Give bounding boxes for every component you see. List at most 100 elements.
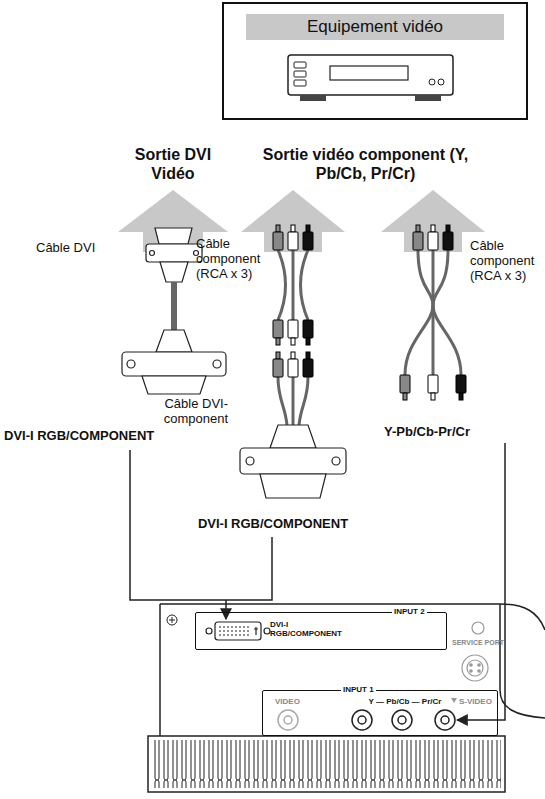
video-recorder [438,79,444,85]
component-cable [278,250,286,320]
dvi-cable [156,330,192,352]
rca-plug [273,320,283,345]
dvi-cable [127,360,135,368]
input-title: INPUT 1 [341,685,376,694]
component-jack [358,716,366,724]
component-cable [299,377,308,425]
dvi-cable [142,376,206,394]
rca-plug [456,375,466,400]
video-recorder [415,95,441,101]
output-heading: Sortie vidéo component (Y, Pb/Cb, Pr/Cr) [258,145,473,183]
component-jack [398,716,406,724]
rca-plug [288,352,298,377]
video-recorder [288,55,453,95]
rca-plug [288,225,298,250]
cable-name: Câble component (RCA x 3) [196,236,270,281]
cable-name: Câble component (RCA x 3) [470,238,544,283]
dvi-port [206,628,212,634]
projector-housing [148,604,545,792]
rca-plug [400,375,410,400]
direction-arrow [241,190,345,252]
rca-plug [303,225,313,250]
component-cable [433,250,461,375]
component-cable [405,250,433,375]
connection-line [457,443,505,720]
component-jack [352,710,372,730]
dvi-connector [332,457,340,465]
s-video-jack [451,655,488,703]
video-recorder [288,55,453,101]
component-cable [292,377,295,425]
jack-name: VIDEO [275,697,300,706]
output-heading: Sortie DVI Vidéo [113,145,233,183]
connector-name: DVI-I RGB/COMPONENT [180,516,366,532]
rca-plug [413,225,423,250]
component-cable [405,250,461,375]
video-recorder [429,79,435,85]
s-video-jack [478,670,480,672]
screw [169,617,175,623]
rca-plug [303,320,313,345]
dvi-cable [146,244,202,262]
rca-plug [273,225,313,377]
rca-plug [273,352,283,377]
component-jack [441,716,449,724]
port-box: Equipement vidéo [222,2,528,120]
video-recorder [330,66,408,80]
dvi-cable [150,251,155,256]
dvi-cable [155,228,192,244]
projector-housing [500,604,545,718]
video-recorder [294,71,306,77]
dvi-connector [270,425,316,448]
cable-name: Câble DVI-component [128,396,228,426]
dvi-connector [240,425,346,498]
component-cable [292,250,295,320]
dvi-cable [122,352,226,376]
dvi-port [206,622,270,640]
video-jack [284,716,292,724]
component-jack [392,710,412,730]
port-box: INPUT 2DVI-I RGB/COMPONENT [195,612,447,650]
video-recorder [300,95,326,101]
component-jack [352,710,455,730]
dvi-port [219,627,251,635]
s-video-jack [470,670,472,672]
projector-housing [159,604,161,736]
rca-plug [428,225,438,250]
dvi-port [254,627,258,635]
dvi-port [264,628,270,634]
connector-name: DVI-I RGB/COMPONENT [4,428,154,444]
rca-plug [443,225,453,250]
rca-plug [400,225,466,400]
port-box: INPUT 1VIDEOY — Pb/Cb — Pr/CrS-VIDEO [262,690,498,736]
dvi-cable [213,360,221,368]
dvi-connector [260,474,326,498]
s-video-jack [478,664,480,666]
video-recorder [294,62,306,68]
screw [167,615,177,625]
dvi-port [215,622,261,640]
rca-plug [273,225,283,250]
component-cable [278,377,287,425]
jack-name: S-VIDEO [459,697,492,706]
dvi-connector [246,457,254,465]
connector-name: Y-Pb/Cb-Pr/Cr [384,424,470,440]
s-video-jack [467,660,483,676]
screw [167,615,177,625]
port-name: SERVICE PORT [452,639,504,647]
device-title: Equipement vidéo [246,14,504,40]
rca-plug [428,375,438,400]
cable-name: Câble DVI [36,240,136,255]
dvi-cable [171,282,177,330]
video-recorder [294,80,306,86]
port-name: DVI-I RGB/COMPONENT [270,620,346,638]
video-jack [278,710,298,730]
s-video-jack [470,664,472,666]
jack-name: Y — Pb/Cb — Pr/Cr [359,697,451,706]
service-port [472,622,484,634]
s-video-jack [462,655,488,681]
s-video-jack [451,698,457,703]
service-port [472,622,484,634]
dvi-connector [240,448,346,474]
